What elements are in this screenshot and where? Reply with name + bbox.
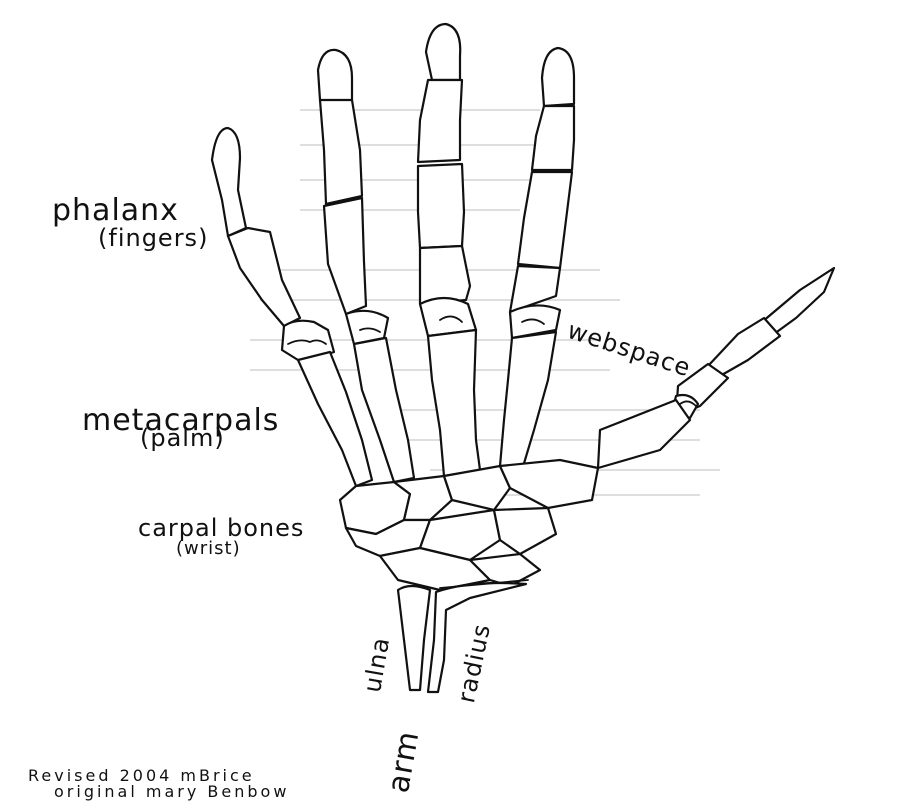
wrist-label: (wrist) bbox=[176, 540, 241, 558]
palm-label: (palm) bbox=[140, 426, 225, 450]
thumb-bones bbox=[598, 268, 834, 468]
phalanx-label: phalanx bbox=[52, 196, 179, 226]
carpal-bones-label: carpal bones bbox=[138, 516, 304, 540]
carpal-bones bbox=[340, 460, 598, 590]
little-finger-bones bbox=[500, 48, 574, 470]
fingers-label: (fingers) bbox=[98, 226, 208, 250]
ring-finger-bones bbox=[418, 24, 480, 476]
original-credit: original mary Benbow bbox=[54, 784, 289, 800]
